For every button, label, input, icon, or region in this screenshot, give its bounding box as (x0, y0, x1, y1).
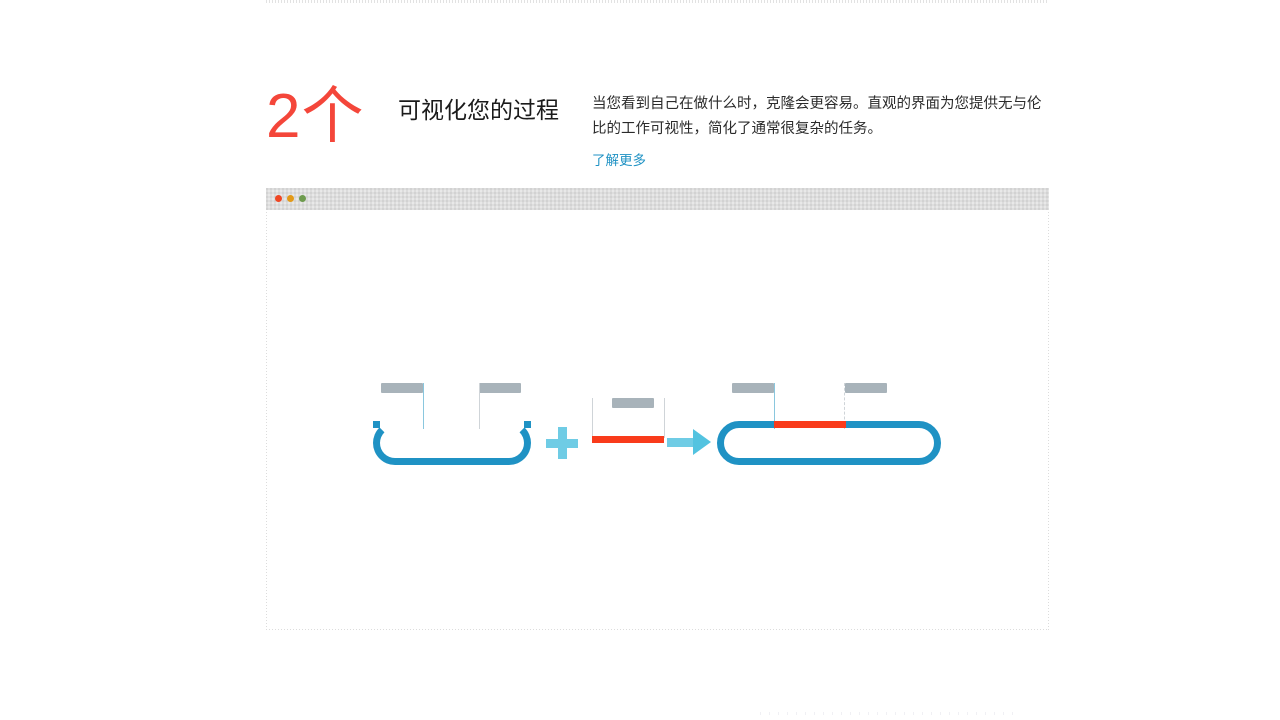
annotation-leader-line (479, 383, 480, 429)
minimize-icon[interactable] (287, 195, 294, 202)
close-icon[interactable] (275, 195, 282, 202)
headline-block: 2个 可视化您的过程 当您看到自己在做什么时，克隆会更容易。直观的界面为您提供无… (266, 82, 1052, 176)
molecular-cloning-diagram (367, 375, 967, 485)
browser-mock-window (266, 188, 1049, 630)
vector-backbone[interactable] (373, 421, 531, 465)
annotation-chip (479, 383, 521, 393)
learn-more-link[interactable]: 了解更多 (592, 153, 646, 168)
annotation-chip (612, 398, 654, 408)
headline-body: 当您看到自己在做什么时，克隆会更容易。直观的界面为您提供无与伦比的工作可视性，简… (592, 92, 1052, 170)
page-title: 可视化您的过程 (398, 97, 559, 123)
result-insert-segment (774, 421, 846, 428)
annotation-chip (381, 383, 423, 393)
browser-content-area (267, 210, 1048, 628)
annotation-leader-line (844, 383, 846, 429)
annotation-leader-line (774, 383, 775, 429)
step-number: 2个 (266, 82, 365, 151)
maximize-icon[interactable] (299, 195, 306, 202)
description-paragraph: 当您看到自己在做什么时，克隆会更容易。直观的界面为您提供无与伦比的工作可视性，简… (592, 96, 1042, 137)
annotation-leader-line (423, 383, 424, 429)
annotation-leader-line (592, 398, 593, 438)
browser-titlebar (266, 188, 1049, 210)
bottom-edge-artifact (760, 712, 1020, 715)
annotation-chip (732, 383, 774, 393)
vector-end-right (524, 421, 531, 428)
arrow-right-icon (667, 429, 711, 455)
plus-icon (546, 427, 578, 459)
top-edge-artifact (266, 0, 1049, 3)
vector-end-left (373, 421, 380, 428)
window-controls (275, 195, 306, 202)
annotation-chip (845, 383, 887, 393)
annotation-leader-line (664, 398, 665, 438)
insert-fragment[interactable] (592, 436, 664, 443)
